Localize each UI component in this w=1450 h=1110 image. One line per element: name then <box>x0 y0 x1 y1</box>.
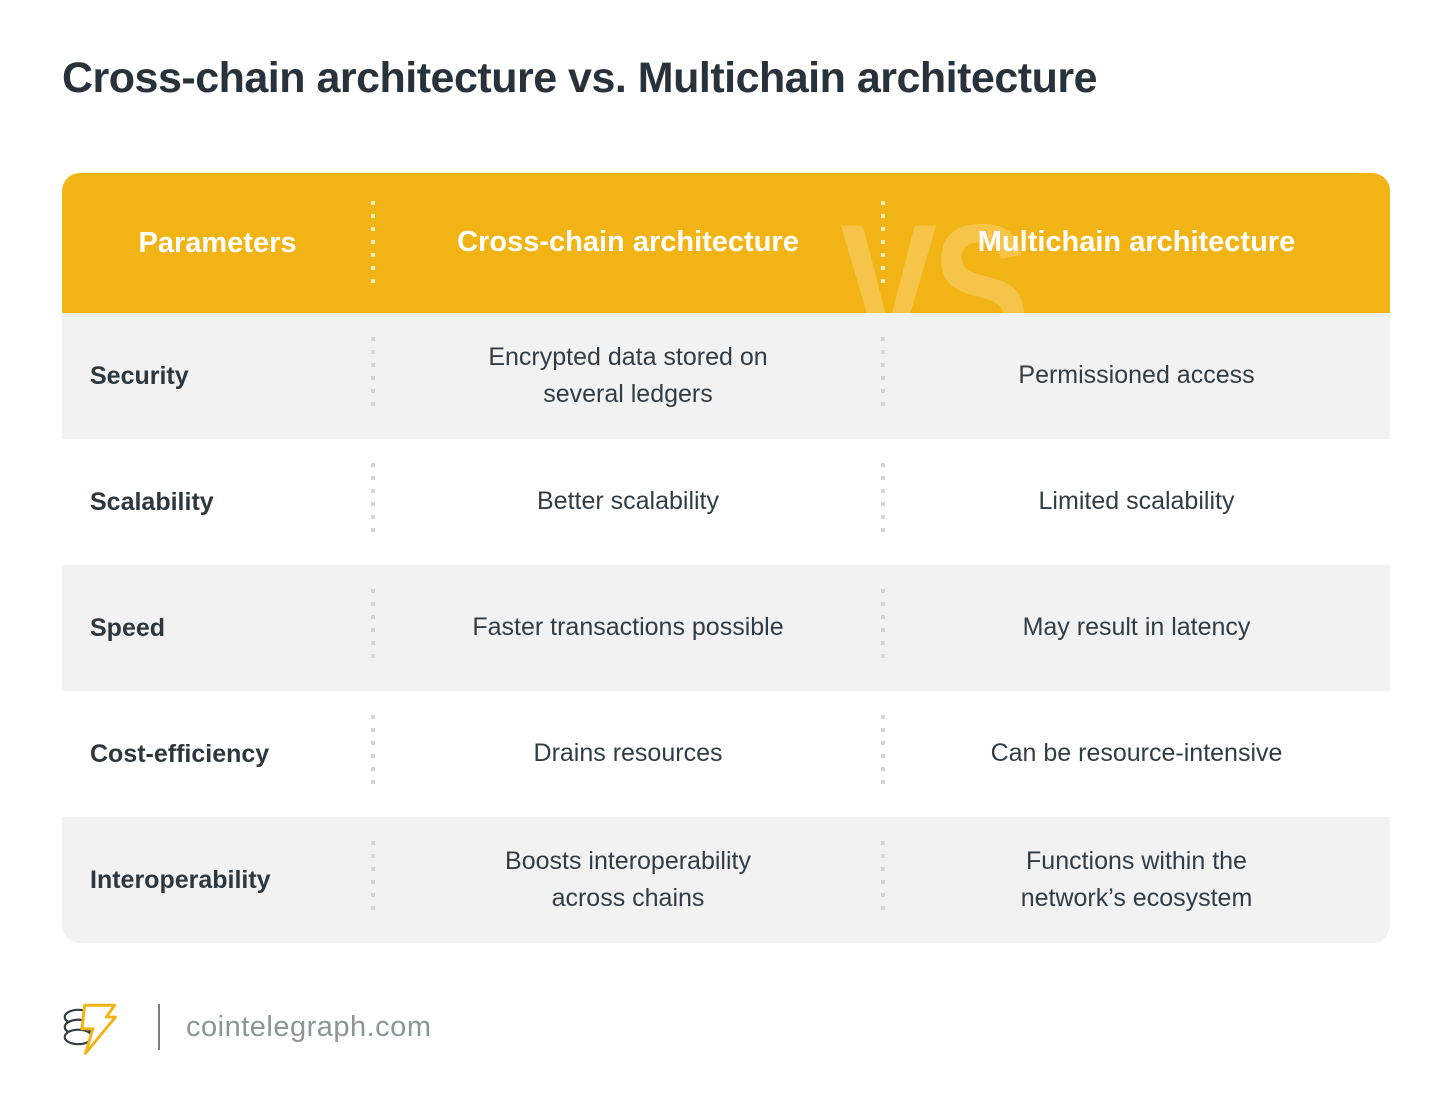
footer: cointelegraph.com <box>62 997 1450 1057</box>
row-parameter: Security <box>90 361 189 390</box>
table-row-scalability: Scalability Better scalability Limited s… <box>62 439 1390 565</box>
table-row-cost-efficiency: Cost-efficiency Drains resources Can be … <box>62 691 1390 817</box>
row-parameter: Speed <box>90 613 166 642</box>
row-multichain-value: Permissioned access <box>881 313 1390 439</box>
footer-site-text: cointelegraph.com <box>186 1010 432 1043</box>
column-header-cross-chain: Cross-chain architecture <box>371 173 883 313</box>
row-cross-chain-value: Boosts interoperability across chains <box>371 817 883 943</box>
row-parameter: Cost-efficiency <box>90 739 270 768</box>
page-title: Cross-chain architecture vs. Multichain … <box>62 54 1098 102</box>
column-header-parameters: Parameters <box>138 226 297 259</box>
row-multichain-value: Can be resource-intensive <box>881 691 1390 817</box>
comparison-table: Parameters Cross-chain architecture Mult… <box>62 173 1390 943</box>
row-cross-chain-value: Drains resources <box>371 691 883 817</box>
cointelegraph-logo-icon <box>63 1003 117 1055</box>
row-parameter: Scalability <box>90 487 214 516</box>
table-row-speed: Speed Faster transactions possible May r… <box>62 565 1390 691</box>
table-row-security: Security Encrypted data stored on severa… <box>62 313 1390 439</box>
row-multichain-value: May result in latency <box>881 565 1390 691</box>
column-header-multichain: Multichain architecture <box>881 173 1390 313</box>
table-row-interoperability: Interoperability Boosts interoperability… <box>62 817 1390 943</box>
row-parameter: Interoperability <box>90 865 271 894</box>
row-multichain-value: Functions within the network’s ecosystem <box>881 817 1390 943</box>
row-cross-chain-value: Faster transactions possible <box>371 565 883 691</box>
row-cross-chain-value: Encrypted data stored on several ledgers <box>371 313 883 439</box>
row-cross-chain-value: Better scalability <box>371 439 883 565</box>
row-multichain-value: Limited scalability <box>881 439 1390 565</box>
table-header-row: Parameters Cross-chain architecture Mult… <box>62 173 1390 313</box>
footer-divider <box>158 1004 160 1050</box>
